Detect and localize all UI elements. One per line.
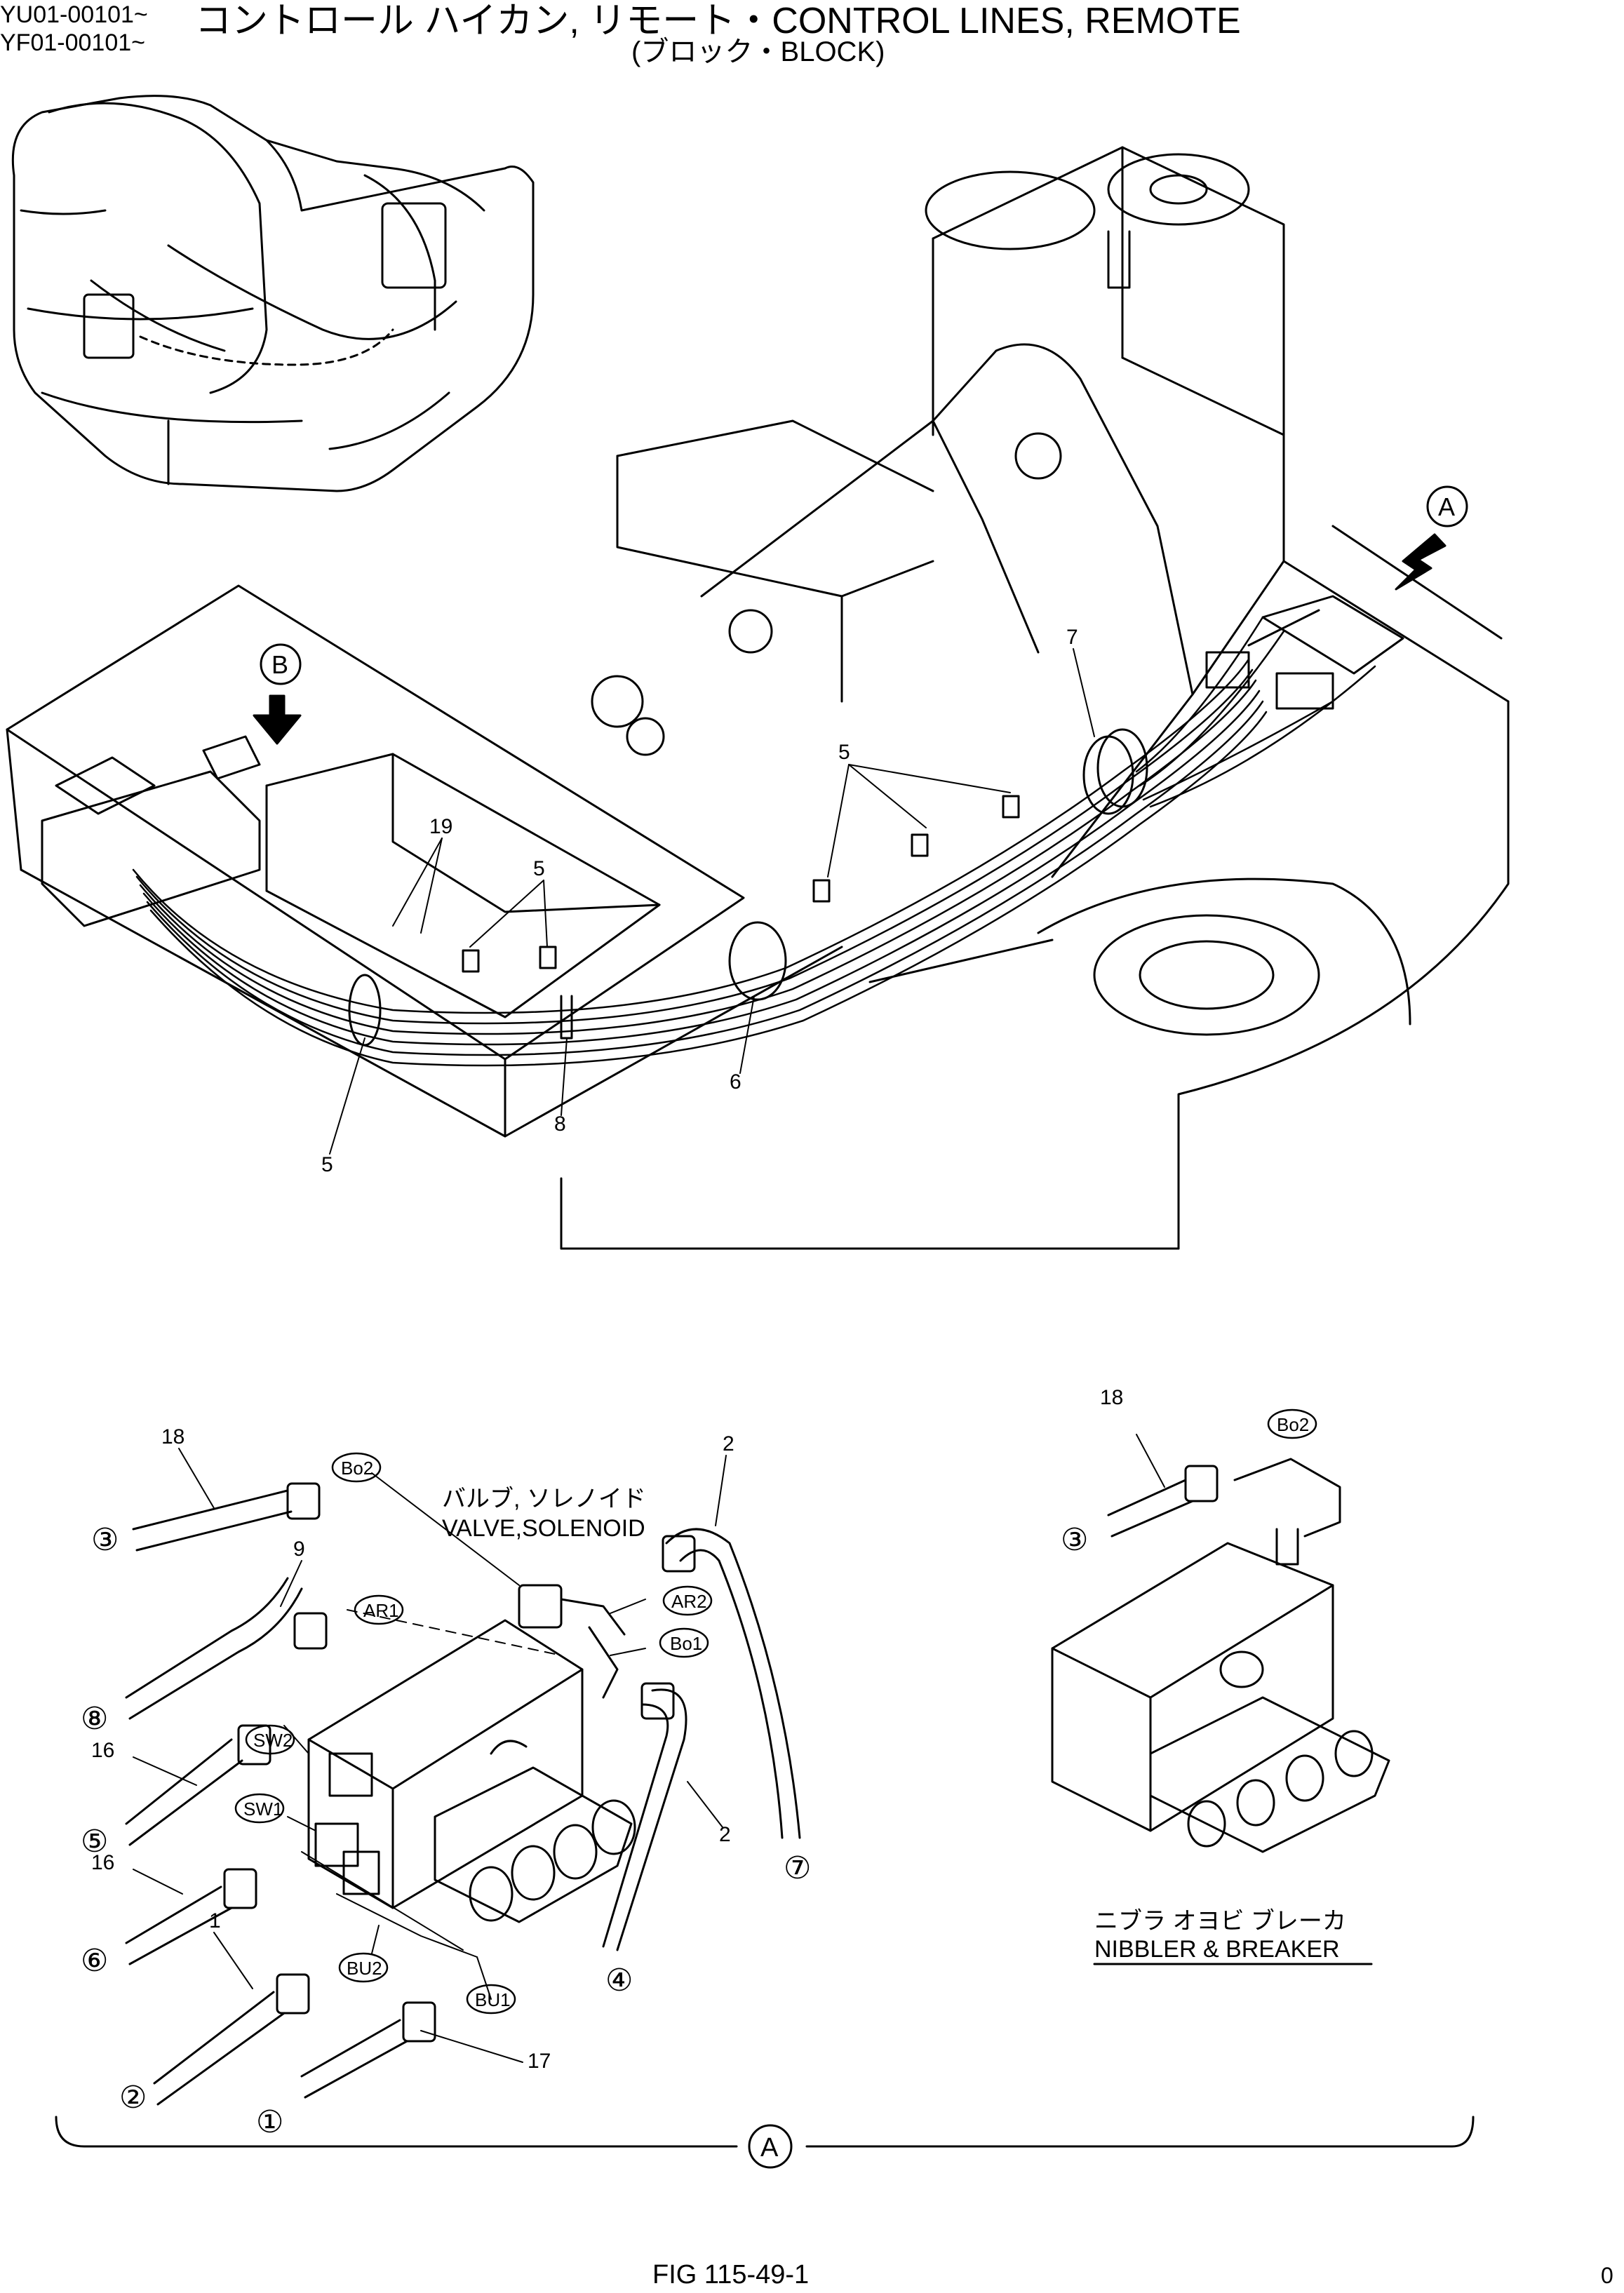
view-arrow-a	[1395, 485, 1468, 591]
nibbler-label-jp: ニブラ オヨビ ブレーカ	[1094, 1908, 1346, 1935]
circled-3-right: ③	[1061, 1523, 1088, 1557]
circled-1: ①	[256, 2105, 283, 2139]
port-sw2: SW2	[253, 1730, 293, 1751]
port-bu2: BU2	[347, 1958, 382, 1979]
circled-7: ⑦	[784, 1851, 811, 1885]
callout-5-bottom: 5	[321, 1153, 333, 1176]
callout-7: 7	[1066, 626, 1078, 649]
page-number: 0	[1601, 2263, 1613, 2288]
page-subtitle: (ブロック・BLOCK)	[631, 36, 885, 67]
serial-range-2: YF01-00101~	[0, 29, 145, 56]
port-bo1: Bo1	[670, 1633, 702, 1654]
callout-18-right: 18	[1100, 1386, 1123, 1409]
view-a-bracket-circle	[748, 2124, 793, 2169]
circled-6: ⑥	[81, 1944, 108, 1978]
detail-hoses	[125, 1482, 801, 2106]
callout-19: 19	[429, 815, 452, 838]
port-bo2-right: Bo2	[1277, 1414, 1309, 1435]
circled-4: ④	[605, 1963, 633, 1998]
figure-number: FIG 115-49-1	[652, 2260, 810, 2289]
port-tag-ellipses	[234, 1408, 1317, 2015]
port-ar2: AR2	[671, 1591, 707, 1612]
port-sw1: SW1	[243, 1798, 283, 1820]
valve-label-en: VALVE,SOLENOID	[442, 1515, 645, 1542]
view-a-letter: A	[1438, 492, 1455, 521]
page-title: コントロール ハイカン, リモート・CONTROL LINES, REMOTE	[195, 1, 1241, 41]
main-assembly-drawing	[6, 146, 1510, 1250]
detail-valve-block-drawing	[301, 1584, 636, 1958]
detail-a-letter: A	[760, 2133, 779, 2163]
circled-2: ②	[119, 2080, 147, 2115]
callout-18: 18	[161, 1425, 184, 1448]
circled-5: ⑤	[81, 1824, 108, 1859]
callout-16-b: 16	[91, 1851, 114, 1874]
machine-overview-drawing	[11, 95, 535, 492]
callout-8: 8	[554, 1112, 566, 1136]
port-bo2: Bo2	[341, 1458, 373, 1479]
view-b-letter: B	[271, 650, 288, 679]
view-arrow-b	[253, 643, 302, 745]
circled-8: ⑧	[81, 1702, 108, 1736]
callout-16-a: 16	[91, 1739, 114, 1762]
callout-9: 9	[293, 1538, 305, 1561]
callout-5-top: 5	[838, 741, 850, 764]
nibbler-breaker-drawing	[1051, 1434, 1390, 1853]
callout-1: 1	[209, 1909, 221, 1932]
port-ar1: AR1	[363, 1600, 399, 1621]
serial-range-1: YU01-00101~	[0, 1, 148, 28]
callout-17: 17	[528, 2050, 551, 2073]
valve-label-jp: バルブ, ソレノイド	[442, 1486, 646, 1512]
hose-clamps	[348, 728, 1148, 1047]
callout-6: 6	[730, 1070, 741, 1094]
leader-lines-upper	[329, 648, 1095, 1155]
nibbler-label-en: NIBBLER & BREAKER	[1094, 1936, 1340, 1963]
callout-2-top: 2	[723, 1432, 734, 1455]
circled-3: ③	[91, 1523, 119, 1557]
port-bu1: BU1	[475, 1989, 511, 2010]
leader-lines-detail	[133, 1448, 727, 2063]
callout-2-mid: 2	[719, 1823, 731, 1846]
callout-5-mid: 5	[533, 857, 545, 880]
view-a-bracket	[55, 2116, 1475, 2148]
